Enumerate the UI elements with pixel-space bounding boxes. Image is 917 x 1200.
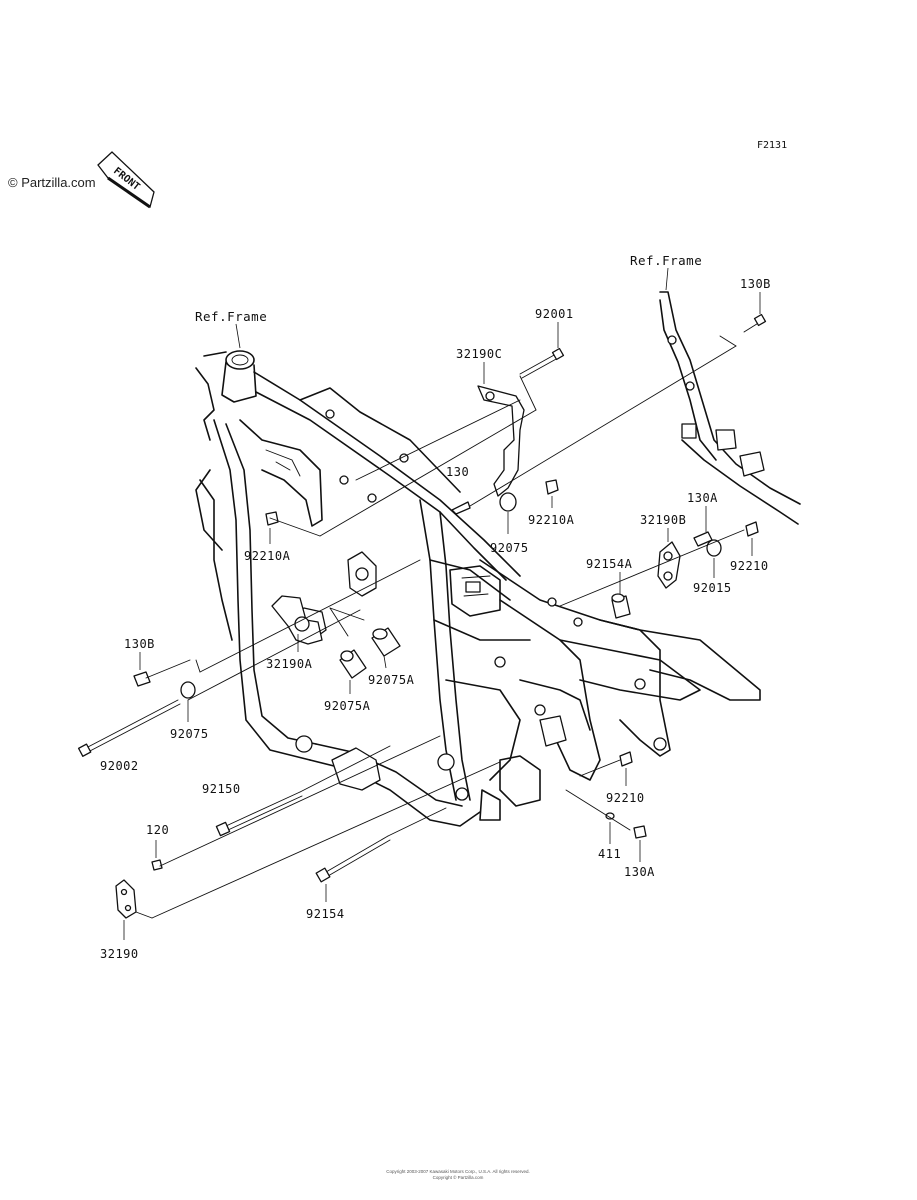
bolt-92150 [215, 791, 303, 837]
part-label: 32190C [456, 347, 502, 361]
bolt-92154 [315, 835, 391, 883]
bolt-120 [151, 859, 163, 871]
part-label: 92075A [368, 673, 415, 687]
bracket-32190a [271, 551, 377, 645]
bracket-32190 [115, 879, 137, 919]
footer-line-2: Copyright © Partzilla.com [433, 1174, 484, 1180]
ref-frame-label-right: Ref.Frame [630, 253, 702, 268]
ref-frame-label-left: Ref.Frame [195, 309, 267, 324]
part-label: 32190A [266, 657, 313, 671]
part-label: 92150 [202, 782, 241, 796]
ref-leader-right [665, 267, 669, 291]
front-arrow-icon: FRONT [97, 151, 155, 209]
bolt-130a-lower [633, 825, 647, 839]
part-label: 92154 [306, 907, 345, 921]
part-label: 32190B [640, 513, 686, 527]
watermark-text: © Partzilla.com [8, 175, 96, 190]
damper-92075a [339, 627, 401, 679]
part-label: 92210A [528, 513, 575, 527]
part-label: 92154A [586, 557, 633, 571]
rear-frame-ref [659, 291, 801, 525]
nut-92210a-upper [545, 479, 559, 495]
assembly-lines [135, 335, 745, 919]
part-label: 130 [446, 465, 469, 479]
part-label: 130A [624, 865, 655, 879]
footer-line-1: Copyright 2003-2007 Kawasaki Motors Corp… [386, 1169, 530, 1174]
part-label: 92001 [535, 307, 574, 321]
nut-92210-lower [619, 751, 633, 767]
collar-92075-upper [499, 492, 517, 512]
part-label: 92075A [324, 699, 371, 713]
part-label: 130B [124, 637, 155, 651]
part-label: 92210A [244, 549, 291, 563]
part-label: 92002 [100, 759, 139, 773]
collar-92075-lower [180, 681, 196, 699]
part-label: 411 [598, 847, 621, 861]
part-label: 32190 [100, 947, 139, 961]
bolt-92002 [77, 699, 181, 757]
part-label: 92210 [606, 791, 645, 805]
ref-leader-left [235, 323, 241, 349]
washer-411 [605, 812, 615, 820]
nut-92210-upper [745, 521, 759, 537]
part-label-group: 92001 32190C 130 92210A 92075 92210A 130… [100, 277, 771, 961]
bolt-130b-left [133, 671, 151, 687]
bracket-32190b [657, 541, 681, 589]
bracket-32190c [477, 385, 525, 497]
bolt-92001 [519, 347, 565, 379]
part-label: 130B [740, 277, 771, 291]
part-label: 92210 [730, 559, 769, 573]
bolt-130 [451, 501, 471, 515]
part-label: 92075 [170, 727, 209, 741]
figure-code: F2131 [757, 140, 787, 151]
part-label: 120 [146, 823, 169, 837]
part-label: 130A [687, 491, 718, 505]
part-label: 92075 [490, 541, 529, 555]
leader-lines [123, 292, 761, 940]
bolt-130b-right [743, 313, 767, 333]
bushing-92154a [611, 593, 631, 619]
part-label: 92015 [693, 581, 732, 595]
main-frame [195, 350, 761, 827]
